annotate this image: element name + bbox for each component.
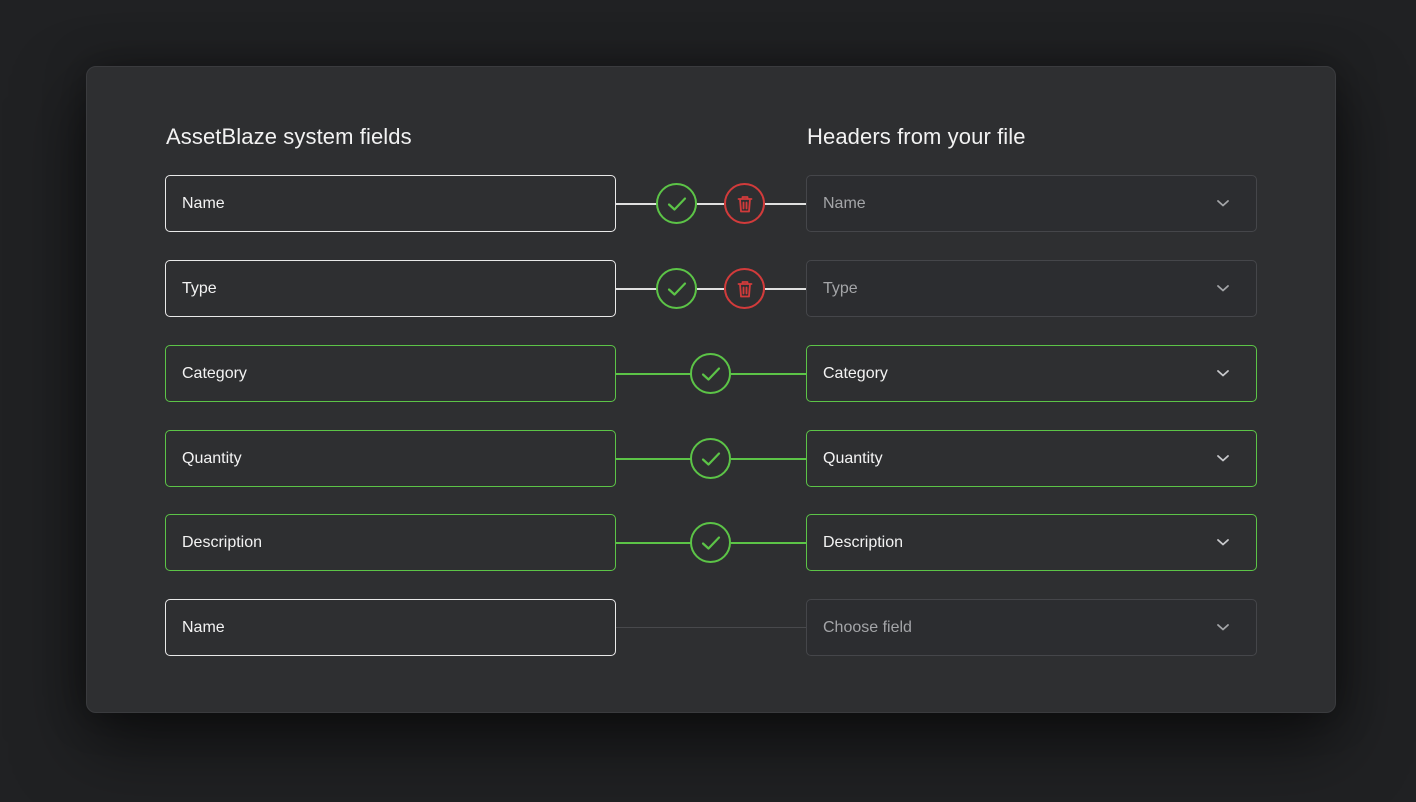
file-header-select[interactable]: Type (806, 260, 1257, 317)
check-icon (701, 366, 720, 381)
file-headers-heading: Headers from your file (807, 124, 1026, 149)
connector-line (731, 458, 806, 460)
chevron-down-icon (1217, 200, 1229, 207)
connector-line (616, 288, 657, 290)
file-header-placeholder: Choose field (823, 618, 912, 636)
connector-line (616, 542, 691, 544)
mapping-row: Description Description (0, 514, 1416, 572)
check-icon (667, 196, 686, 211)
delete-mapping-button[interactable] (724, 183, 765, 224)
file-header-select[interactable]: Quantity (806, 430, 1257, 487)
file-header-select[interactable]: Name (806, 175, 1257, 232)
system-field-label: Type (182, 279, 217, 297)
connector-line (616, 373, 691, 375)
file-header-value: Quantity (823, 449, 883, 467)
trash-icon (737, 195, 752, 212)
chevron-down-icon (1217, 624, 1229, 631)
file-header-value: Type (823, 279, 858, 297)
system-field: Quantity (165, 430, 616, 487)
mapping-row: Category Category (0, 345, 1416, 403)
system-field-label: Quantity (182, 449, 242, 467)
chevron-down-icon (1217, 285, 1229, 292)
matched-status-indicator (690, 438, 731, 479)
file-header-select[interactable]: Category (806, 345, 1257, 402)
matched-status-indicator (690, 522, 731, 563)
chevron-down-icon (1217, 370, 1229, 377)
connector-line (616, 203, 657, 205)
chevron-down-icon (1217, 455, 1229, 462)
connector-line (765, 288, 806, 290)
connector-line (616, 458, 691, 460)
confirm-match-button[interactable] (656, 183, 697, 224)
connector-line (616, 627, 806, 628)
system-field: Name (165, 599, 616, 656)
system-field: Name (165, 175, 616, 232)
mapping-row: Quantity Quantity (0, 430, 1416, 488)
check-icon (701, 451, 720, 466)
mapping-row: Name Choose field (0, 599, 1416, 657)
system-field-label: Name (182, 194, 225, 212)
confirm-match-button[interactable] (656, 268, 697, 309)
system-field-label: Description (182, 533, 263, 551)
system-field: Category (165, 345, 616, 402)
trash-icon (737, 280, 752, 297)
connector-line (697, 203, 724, 205)
mapping-row: Name Name (0, 175, 1416, 233)
system-field-label: Category (182, 364, 247, 382)
file-header-value: Category (823, 364, 888, 382)
chevron-down-icon (1217, 539, 1229, 546)
system-fields-heading: AssetBlaze system fields (166, 124, 412, 149)
system-field: Type (165, 260, 616, 317)
matched-status-indicator (690, 353, 731, 394)
delete-mapping-button[interactable] (724, 268, 765, 309)
file-header-value: Name (823, 194, 866, 212)
file-header-value: Description (823, 533, 904, 551)
system-field-label: Name (182, 618, 225, 636)
check-icon (667, 281, 686, 296)
connector-line (697, 288, 724, 290)
check-icon (701, 535, 720, 550)
system-field: Description (165, 514, 616, 571)
connector-line (731, 542, 806, 544)
file-header-select[interactable]: Description (806, 514, 1257, 571)
connector-line (765, 203, 806, 205)
connector-line (731, 373, 806, 375)
file-header-select[interactable]: Choose field (806, 599, 1257, 656)
mapping-row: Type Type (0, 260, 1416, 318)
